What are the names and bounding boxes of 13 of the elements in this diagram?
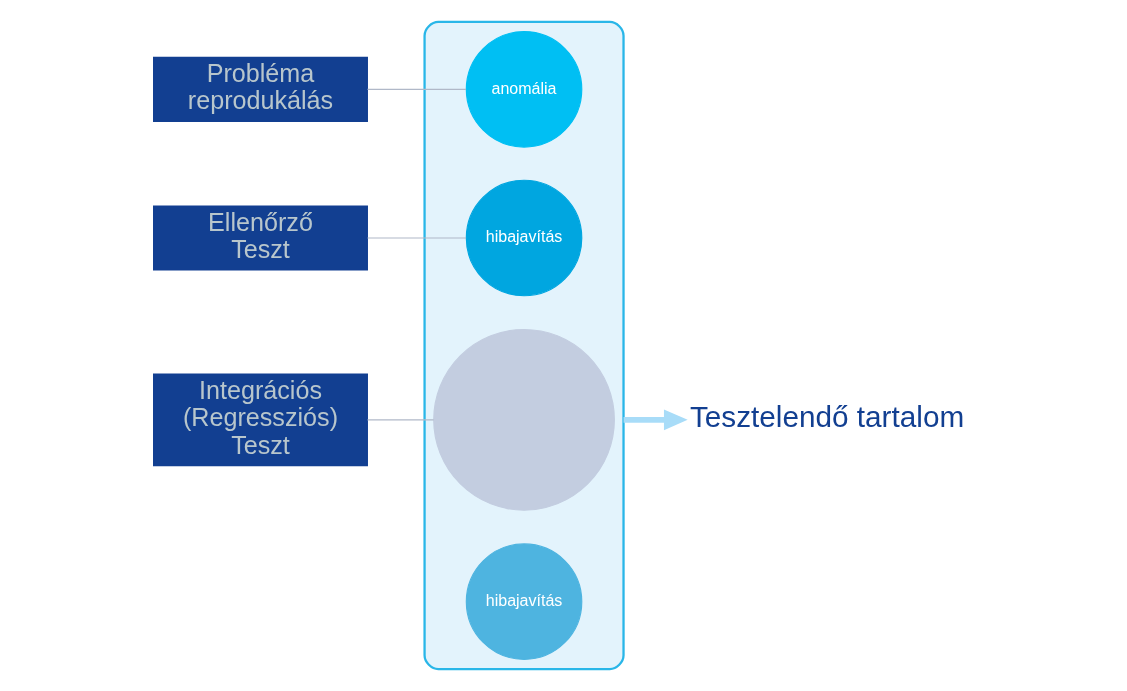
node-box: Ellenőrző Teszt bbox=[153, 205, 368, 271]
cluster bbox=[423, 20, 625, 671]
node-text: Tesztelendő tartalom bbox=[689, 400, 965, 434]
connector bbox=[366, 237, 467, 239]
node-box: Integrációs (Regressziós) Teszt bbox=[153, 373, 368, 467]
arrow bbox=[623, 409, 688, 431]
node-box: Probléma reprodukálás bbox=[153, 56, 368, 122]
connector bbox=[366, 88, 467, 90]
node-circle: anomália bbox=[465, 31, 583, 148]
node-circle bbox=[433, 328, 615, 511]
connector bbox=[366, 419, 435, 421]
node-circle: hibajavítás bbox=[465, 179, 583, 297]
node-circle: hibajavítás bbox=[465, 543, 583, 660]
